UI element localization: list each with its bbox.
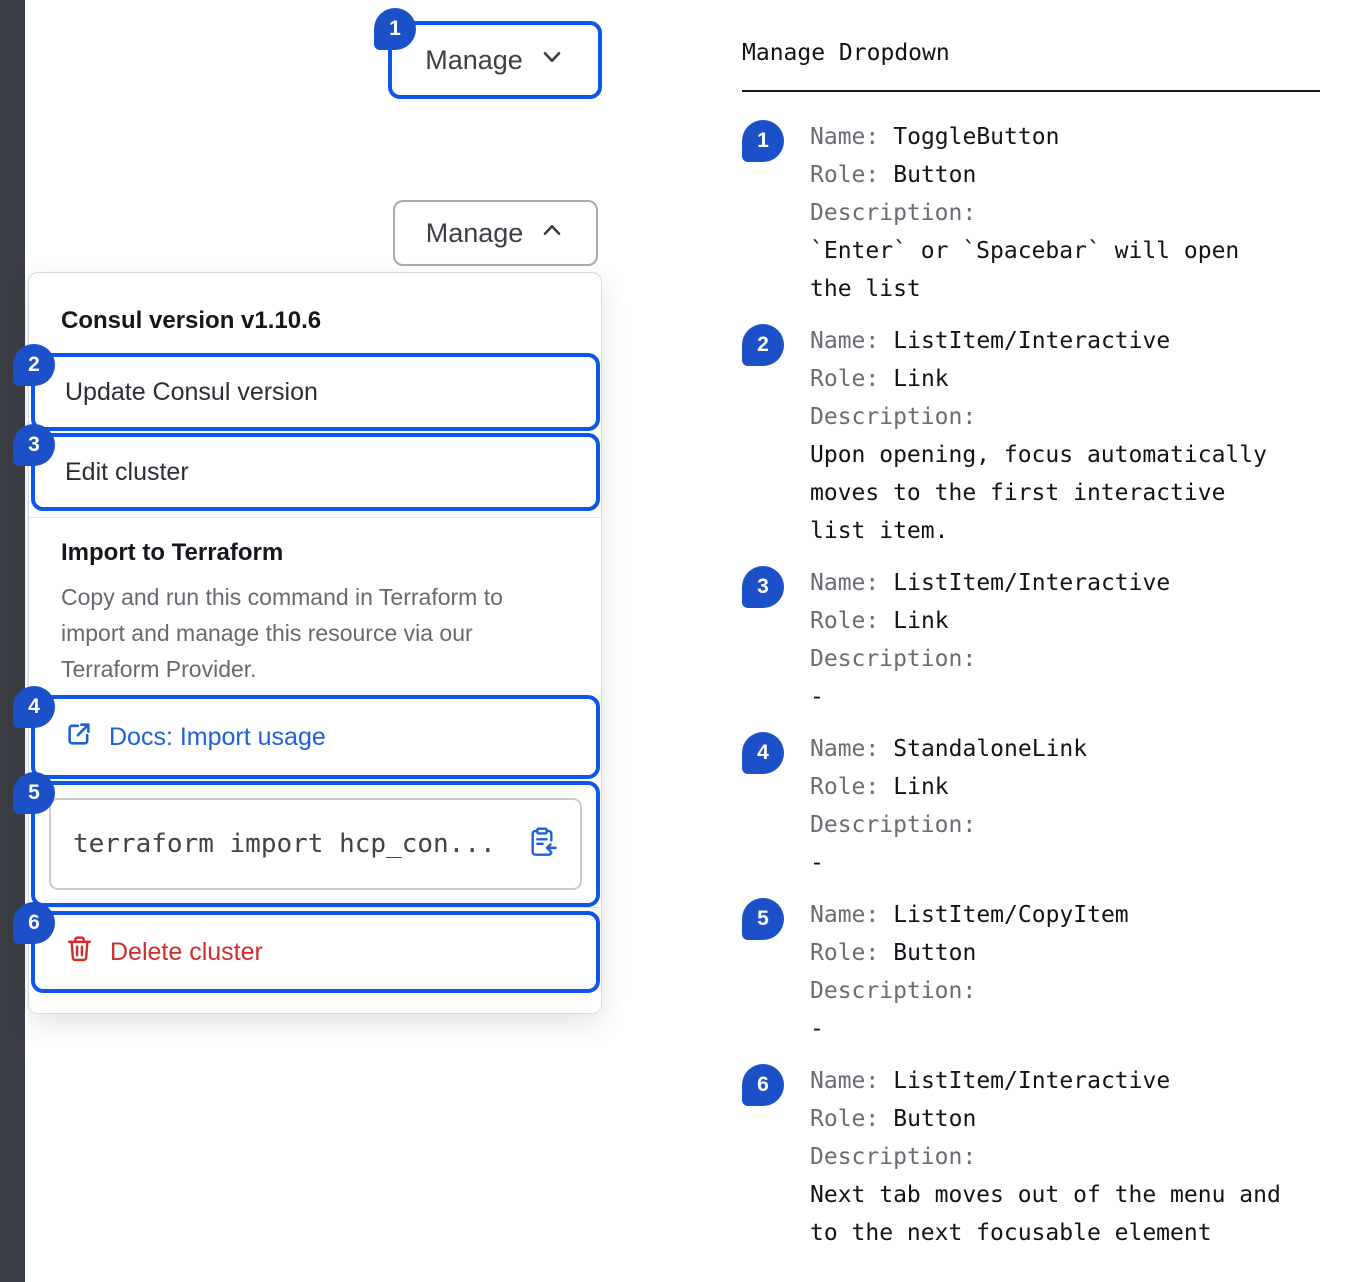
- entry-description-label: Description:: [810, 1144, 977, 1170]
- menu-item-edit-cluster[interactable]: 3 Edit cluster: [13, 424, 600, 511]
- entry-description: Next tab moves out of the menu and to th…: [810, 1182, 1281, 1246]
- spec-entry-5: 5 Name:ListItem/CopyItem Role:Button Des…: [742, 896, 1320, 1048]
- manage-toggle-open-label: Manage: [425, 217, 524, 248]
- entry-name: Name:ListItem/CopyItem: [810, 902, 1129, 928]
- terraform-command-text: terraform import hcp_con...: [73, 829, 496, 859]
- manage-toggle-label: Manage: [425, 44, 523, 75]
- docs-link-label: Docs: Import usage: [109, 722, 326, 751]
- annotation-badge-4: 4: [742, 732, 784, 774]
- menu-item-docs-link[interactable]: 4 Docs: Import usage: [13, 686, 600, 779]
- external-link-icon: [65, 720, 93, 755]
- spec-entry-1: 1 Name:ToggleButton Role:Button Descript…: [742, 118, 1320, 308]
- manage-toggle-button[interactable]: Manage: [388, 21, 602, 99]
- entry-role: Role:Link: [810, 774, 949, 800]
- import-terraform-description: Copy and run this command in Terraform t…: [61, 584, 503, 682]
- spec-entries: 1 Name:ToggleButton Role:Button Descript…: [742, 118, 1320, 1252]
- annotation-badge-5: 5: [13, 772, 55, 814]
- annotation-badge-4: 4: [13, 686, 55, 728]
- annotation-badge-3: 3: [13, 424, 55, 466]
- trash-icon: [65, 934, 94, 970]
- menu-divider: [29, 517, 601, 518]
- menu-divider: [29, 907, 601, 908]
- annotation-badge-2: 2: [742, 324, 784, 366]
- consul-version-title: Consul version v1.10.6: [61, 307, 322, 334]
- clipboard-copy-icon[interactable]: [526, 826, 558, 863]
- delete-cluster-label: Delete cluster: [110, 937, 263, 966]
- annotation-badge-6: 6: [742, 1064, 784, 1106]
- entry-description-label: Description:: [810, 646, 977, 672]
- entry-name: Name:ListItem/Interactive: [810, 1068, 1171, 1094]
- entry-description: `Enter` or `Spacebar` will open the list: [810, 238, 1240, 302]
- menu-item-label: Edit cluster: [65, 457, 189, 486]
- entry-name: Name:ListItem/Interactive: [810, 570, 1171, 596]
- entry-description: Upon opening, focus automatically moves …: [810, 442, 1267, 544]
- annotation-badge-5: 5: [742, 898, 784, 940]
- annotation-badge-6: 6: [13, 902, 55, 944]
- entry-name: Name:ListItem/Interactive: [810, 328, 1171, 354]
- spec-entry-2: 2 Name:ListItem/Interactive Role:Link De…: [742, 322, 1320, 550]
- spec-entry-3: 3 Name:ListItem/Interactive Role:Link De…: [742, 564, 1320, 716]
- spec-panel-title: Manage Dropdown: [742, 40, 1320, 92]
- entry-description-label: Description:: [810, 812, 977, 838]
- menu-item-label: Update Consul version: [65, 377, 318, 406]
- entry-description: -: [810, 850, 824, 876]
- entry-description: -: [810, 684, 824, 710]
- chevron-up-icon: [539, 217, 565, 250]
- menu-item-delete-cluster[interactable]: 6 Delete cluster: [13, 902, 600, 993]
- entry-description-label: Description:: [810, 200, 977, 226]
- annotation-badge-1: 1: [742, 120, 784, 162]
- entry-name: Name:StandaloneLink: [810, 736, 1088, 762]
- left-edge-bar: [0, 0, 25, 1282]
- chevron-down-icon: [539, 44, 565, 77]
- spec-entry-6: 6 Name:ListItem/Interactive Role:Button …: [742, 1062, 1320, 1252]
- entry-role: Role:Button: [810, 162, 977, 188]
- entry-description: -: [810, 1016, 824, 1042]
- entry-description-label: Description:: [810, 404, 977, 430]
- menu-item-copy-command[interactable]: 5 terraform import hcp_con...: [13, 772, 600, 907]
- annotation-badge-1: 1: [374, 8, 416, 50]
- entry-description-label: Description:: [810, 978, 977, 1004]
- entry-role: Role:Button: [810, 1106, 977, 1132]
- menu-item-update-consul-version[interactable]: 2 Update Consul version: [13, 344, 600, 431]
- terraform-command-field[interactable]: terraform import hcp_con...: [49, 798, 582, 890]
- spec-entry-4: 4 Name:StandaloneLink Role:Link Descript…: [742, 730, 1320, 882]
- entry-name: Name:ToggleButton: [810, 124, 1060, 150]
- manage-toggle-button-open[interactable]: Manage: [393, 200, 598, 266]
- import-terraform-title: Import to Terraform: [61, 539, 284, 566]
- spec-panel: Manage Dropdown 1 Name:ToggleButton Role…: [742, 40, 1320, 1252]
- annotation-badge-2: 2: [13, 344, 55, 386]
- manage-dropdown-menu: Consul version v1.10.6 2 Update Consul v…: [13, 272, 602, 1014]
- annotation-badge-3: 3: [742, 566, 784, 608]
- entry-role: Role:Link: [810, 608, 949, 634]
- entry-role: Role:Button: [810, 940, 977, 966]
- entry-role: Role:Link: [810, 366, 949, 392]
